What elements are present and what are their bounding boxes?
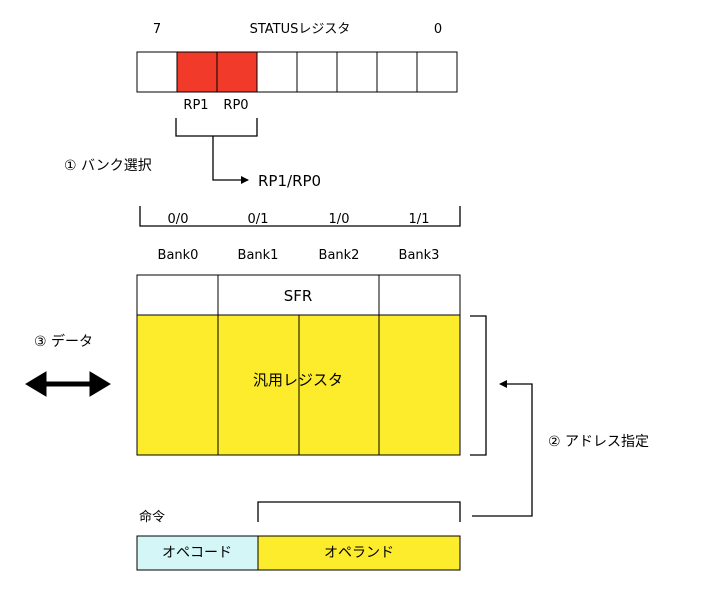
bank0-code: 0/0 (167, 212, 189, 227)
bank2-code: 1/0 (328, 212, 350, 227)
address-label: ② アドレス指定 (548, 434, 650, 450)
bank0-name: Bank0 (157, 248, 199, 263)
bank-code-bracket (139, 206, 461, 227)
status-register (136, 51, 458, 93)
sfr-label: SFR (283, 287, 313, 305)
bank2-name: Bank2 (318, 248, 360, 263)
instruction-boxes (136, 535, 461, 571)
data-label: ③ データ (34, 334, 94, 350)
bank1-name: Bank1 (237, 248, 279, 263)
status-bit-4 (256, 51, 298, 93)
rp1-label: RP1 (183, 98, 209, 113)
rp0-label: RP0 (223, 98, 249, 113)
status-bit-7 (136, 51, 178, 93)
rp-target-label: RP1/RP0 (258, 172, 322, 190)
status-bit-low-label: 0 (433, 22, 443, 37)
status-bit-0 (416, 51, 458, 93)
status-register-title: STATUSレジスタ (249, 22, 351, 37)
status-bit-rp1 (176, 51, 218, 93)
status-bit-2 (336, 51, 378, 93)
bank-select-label: ① バンク選択 (64, 158, 152, 174)
operand-bracket (257, 501, 461, 522)
gpr-label: 汎用レジスタ (252, 371, 344, 389)
status-bit-1 (376, 51, 418, 93)
data-double-arrow (25, 371, 111, 397)
status-bit-high-label: 7 (152, 22, 162, 37)
opcode-box (136, 535, 259, 571)
memory-table (136, 274, 461, 456)
bank1-code: 0/1 (247, 212, 269, 227)
bank-select-arrow (175, 118, 258, 184)
bank3-name: Bank3 (398, 248, 440, 263)
opcode-label: オペコード (162, 545, 232, 561)
status-bit-rp0 (216, 51, 258, 93)
bank3-code: 1/1 (408, 212, 430, 227)
operand-label: オペランド (324, 545, 394, 561)
address-arrow (470, 315, 533, 517)
instruction-label: 命令 (139, 510, 166, 525)
status-bit-3 (296, 51, 338, 93)
operand-box (257, 535, 461, 571)
